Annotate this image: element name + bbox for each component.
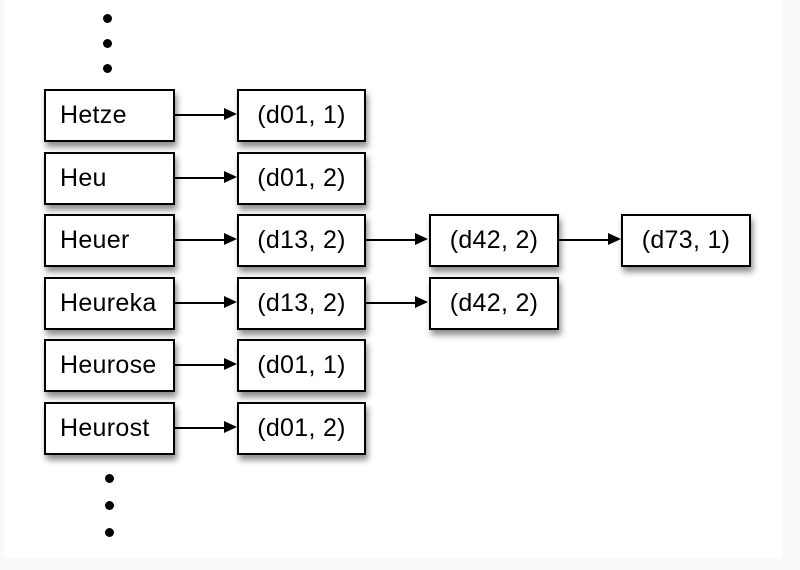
posting-box: (d13, 2) <box>237 277 366 330</box>
term-box-heurost: Heurost <box>44 402 175 455</box>
ellipsis-bottom-dot <box>105 501 114 510</box>
ellipsis-top-dot <box>103 14 112 23</box>
inverted-index-diagram: Hetze Heu Heuer Heureka Heurose Heurost … <box>4 0 782 558</box>
arrow-right-icon <box>175 296 237 308</box>
posting-box: (d01, 2) <box>237 152 366 205</box>
term-box-heurose: Heurose <box>44 339 175 392</box>
arrow-right-icon <box>175 171 237 183</box>
term-box-heureka: Heureka <box>44 277 175 330</box>
posting-box: (d73, 1) <box>621 214 751 267</box>
arrow-right-icon <box>366 296 428 308</box>
arrow-right-icon <box>175 421 237 433</box>
arrow-right-icon <box>175 108 237 120</box>
arrow-right-icon <box>175 233 237 245</box>
arrow-right-icon <box>366 233 428 245</box>
ellipsis-top-dot <box>103 39 112 48</box>
slide-canvas: Hetze Heu Heuer Heureka Heurose Heurost … <box>4 0 782 558</box>
posting-box: (d01, 1) <box>237 339 366 392</box>
posting-box: (d13, 2) <box>237 214 366 267</box>
ellipsis-bottom-dot <box>105 528 114 537</box>
posting-box: (d01, 1) <box>237 89 366 142</box>
posting-box: (d42, 2) <box>429 277 559 330</box>
term-box-hetze: Hetze <box>44 89 175 142</box>
posting-box: (d01, 2) <box>237 402 366 455</box>
term-box-heuer: Heuer <box>44 214 175 267</box>
arrow-right-icon <box>559 233 621 245</box>
ellipsis-top-dot <box>103 64 112 73</box>
term-box-heu: Heu <box>44 152 175 205</box>
arrow-right-icon <box>175 358 237 370</box>
posting-box: (d42, 2) <box>429 214 559 267</box>
ellipsis-bottom-dot <box>105 474 114 483</box>
